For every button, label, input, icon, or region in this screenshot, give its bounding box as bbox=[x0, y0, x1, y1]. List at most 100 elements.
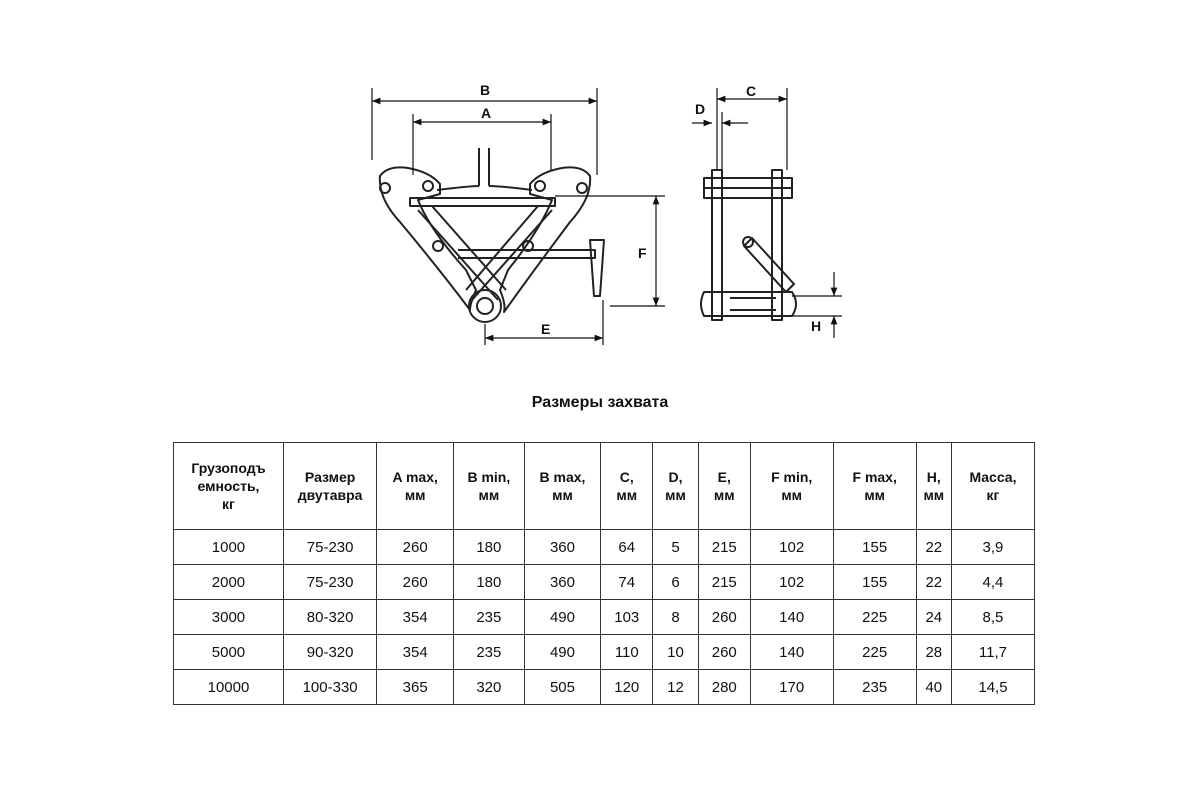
table-cell: 14,5 bbox=[950, 669, 1036, 705]
header-c: C, мм bbox=[600, 442, 654, 530]
table-cell: 365 bbox=[376, 669, 455, 705]
table-cell: 235 bbox=[453, 599, 525, 635]
table-cell: 180 bbox=[453, 529, 525, 565]
cross-arm-right bbox=[465, 205, 553, 301]
table-cell: 103 bbox=[600, 599, 654, 635]
table-cell: 490 bbox=[523, 634, 602, 670]
label-b: B bbox=[480, 82, 490, 98]
table-row: 2000 75-230 260 180 360 74 6 215 102 155… bbox=[173, 564, 1036, 600]
table-title: Размеры захвата bbox=[531, 394, 669, 411]
table-cell: 22 bbox=[915, 529, 952, 565]
table-header-row: Грузоподъ емность, кг Размер двутавра A … bbox=[173, 442, 1036, 530]
table-cell: 354 bbox=[376, 634, 455, 670]
table-cell: 140 bbox=[749, 599, 834, 635]
table-cell: 260 bbox=[697, 599, 751, 635]
right-jaw bbox=[499, 166, 592, 313]
label-d: D bbox=[695, 101, 705, 117]
front-dimensions bbox=[371, 88, 665, 345]
hole bbox=[534, 180, 546, 192]
table-cell: 90-320 bbox=[282, 634, 378, 670]
header-h: H, мм bbox=[915, 442, 952, 530]
table-cell: 64 bbox=[600, 529, 654, 565]
hole bbox=[576, 182, 588, 194]
table-cell: 360 bbox=[523, 564, 602, 600]
side-plate-right bbox=[771, 169, 783, 321]
table-cell: 280 bbox=[697, 669, 751, 705]
table-cell: 215 bbox=[697, 529, 751, 565]
table-cell: 10 bbox=[652, 634, 699, 670]
table-cell: 3,9 bbox=[950, 529, 1036, 565]
table-cell: 120 bbox=[600, 669, 654, 705]
table-cell: 1000 bbox=[173, 529, 284, 565]
table-cell: 28 bbox=[915, 634, 952, 670]
left-jaw bbox=[378, 166, 477, 311]
table-cell: 102 bbox=[749, 564, 834, 600]
pivot-inner bbox=[476, 297, 494, 315]
hole bbox=[379, 182, 391, 194]
clamp-drawing: B A E F C D H bbox=[371, 82, 842, 345]
table-cell: 260 bbox=[376, 564, 455, 600]
header-beam-size: Размер двутавра bbox=[282, 442, 378, 530]
handle bbox=[589, 239, 605, 297]
table-cell: 260 bbox=[376, 529, 455, 565]
spec-table: Грузоподъ емность, кг Размер двутавра A … bbox=[173, 442, 1036, 705]
table-cell: 360 bbox=[523, 529, 602, 565]
table-cell: 75-230 bbox=[282, 564, 378, 600]
table-row: 1000 75-230 260 180 360 64 5 215 102 155… bbox=[173, 529, 1036, 565]
side-plate-left bbox=[711, 169, 723, 321]
table-cell: 225 bbox=[832, 599, 917, 635]
table-cell: 155 bbox=[832, 564, 917, 600]
pivot-outer bbox=[468, 289, 502, 323]
table-cell: 74 bbox=[600, 564, 654, 600]
table-cell: 180 bbox=[453, 564, 525, 600]
header-capacity: Грузоподъ емность, кг bbox=[173, 442, 284, 530]
table-cell: 505 bbox=[523, 669, 602, 705]
table-cell: 260 bbox=[697, 634, 751, 670]
header-d: D, мм bbox=[652, 442, 699, 530]
table-cell: 40 bbox=[915, 669, 952, 705]
table-cell: 3000 bbox=[173, 599, 284, 635]
label-e: E bbox=[541, 321, 550, 337]
label-h: H bbox=[811, 318, 821, 334]
table-cell: 100-330 bbox=[282, 669, 378, 705]
table-cell: 75-230 bbox=[282, 529, 378, 565]
beam-flange bbox=[436, 185, 533, 191]
header-b-max: B max, мм bbox=[523, 442, 602, 530]
side-handle-knob bbox=[742, 236, 754, 248]
table-cell: 5000 bbox=[173, 634, 284, 670]
table-cell: 354 bbox=[376, 599, 455, 635]
label-c: C bbox=[746, 83, 756, 99]
table-cell: 235 bbox=[453, 634, 525, 670]
table-cell: 235 bbox=[832, 669, 917, 705]
header-e: E, мм bbox=[697, 442, 751, 530]
table-cell: 215 bbox=[697, 564, 751, 600]
table-cell: 2000 bbox=[173, 564, 284, 600]
table-cell: 155 bbox=[832, 529, 917, 565]
header-a-max: A max, мм bbox=[376, 442, 455, 530]
side-handle bbox=[743, 237, 795, 293]
table-cell: 6 bbox=[652, 564, 699, 600]
table-row: 10000 100-330 365 320 505 120 12 280 170… bbox=[173, 669, 1036, 705]
table-cell: 24 bbox=[915, 599, 952, 635]
label-f: F bbox=[638, 245, 647, 261]
shaft bbox=[458, 249, 596, 259]
table-cell: 320 bbox=[453, 669, 525, 705]
table-cell: 140 bbox=[749, 634, 834, 670]
header-f-min: F min, мм bbox=[749, 442, 834, 530]
hole bbox=[432, 240, 444, 252]
hole bbox=[422, 180, 434, 192]
table-cell: 22 bbox=[915, 564, 952, 600]
table-cell: 102 bbox=[749, 529, 834, 565]
header-b-min: B min, мм bbox=[453, 442, 525, 530]
table-cell: 80-320 bbox=[282, 599, 378, 635]
label-a: A bbox=[481, 105, 491, 121]
table-cell: 5 bbox=[652, 529, 699, 565]
front-view bbox=[378, 148, 605, 323]
side-dimensions bbox=[692, 88, 842, 338]
header-f-max: F max, мм bbox=[832, 442, 917, 530]
table-cell: 225 bbox=[832, 634, 917, 670]
table-cell: 8 bbox=[652, 599, 699, 635]
table-cell: 4,4 bbox=[950, 564, 1036, 600]
table-cell: 110 bbox=[600, 634, 654, 670]
header-mass: Масса, кг bbox=[950, 442, 1036, 530]
